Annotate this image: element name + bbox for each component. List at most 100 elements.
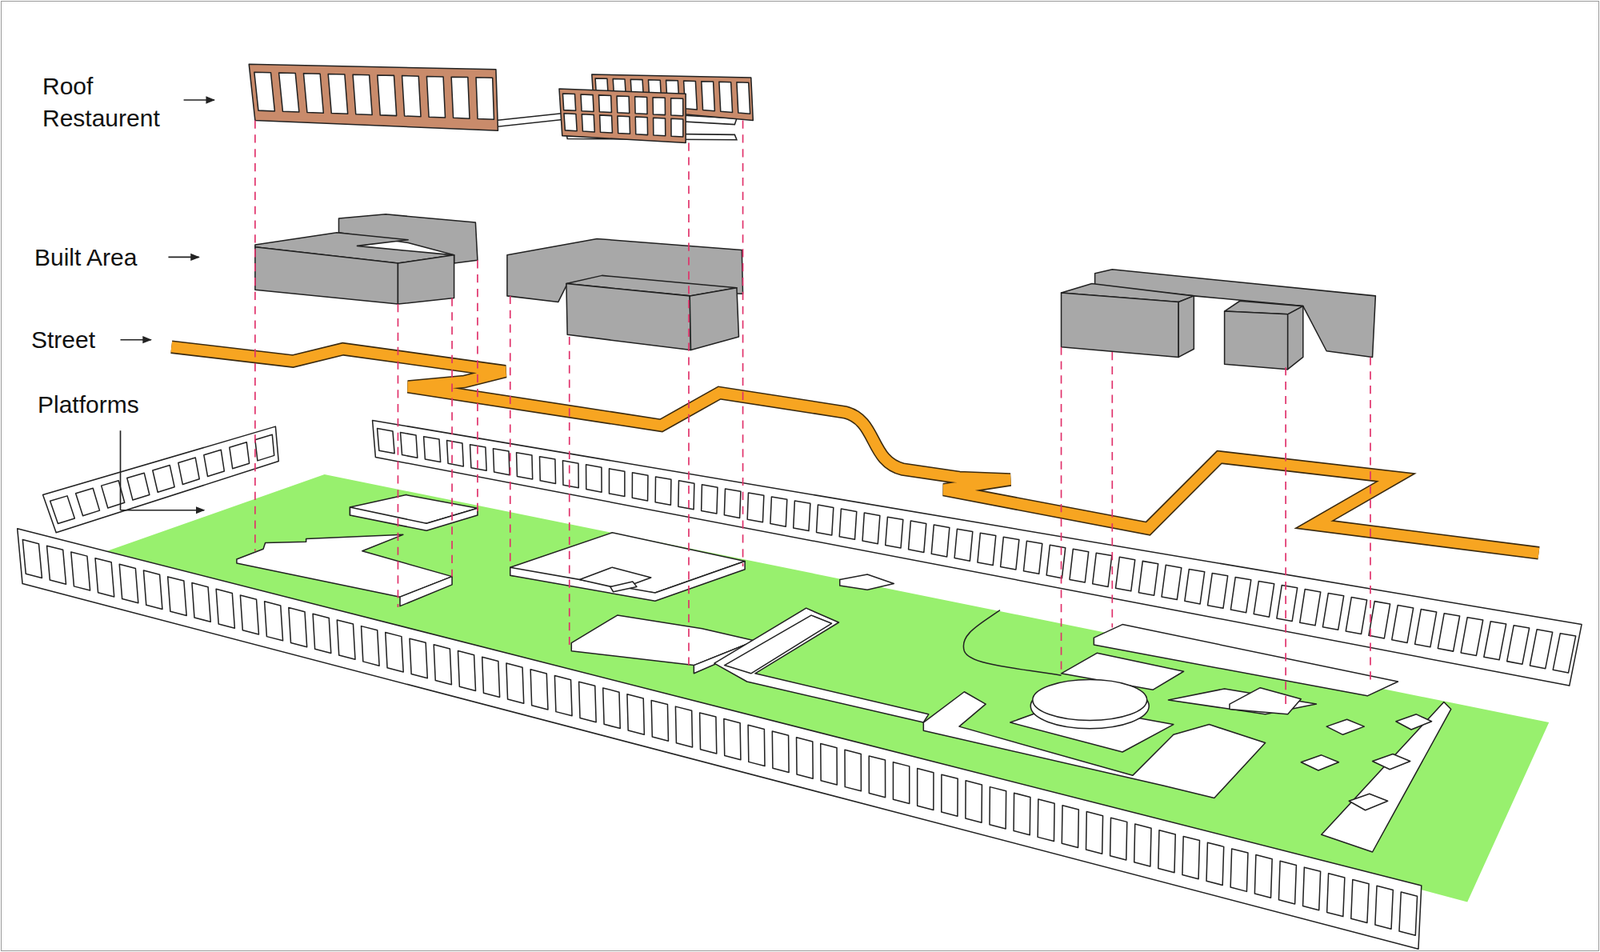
window-opening <box>1013 792 1031 836</box>
window-opening <box>127 472 150 500</box>
window-opening <box>954 528 973 561</box>
window-opening <box>377 75 397 116</box>
window-opening <box>492 448 510 476</box>
window-opening <box>1392 605 1414 644</box>
window-opening <box>1182 836 1200 879</box>
window-opening <box>1300 588 1321 625</box>
window-opening <box>653 117 666 136</box>
window-opening <box>152 465 175 493</box>
wall-band <box>43 426 280 533</box>
layer-label: Platforms <box>37 388 140 421</box>
window-opening <box>908 520 927 552</box>
window-opening <box>941 774 958 816</box>
window-opening <box>1399 892 1418 936</box>
window-opening <box>885 516 904 548</box>
window-opening <box>632 472 648 501</box>
window-opening <box>820 744 838 786</box>
window-opening <box>50 496 76 524</box>
window-opening <box>989 787 1007 829</box>
front-platform-wall <box>17 528 1422 949</box>
street <box>171 347 1539 554</box>
window-opening <box>216 588 235 628</box>
window-opening <box>192 583 211 623</box>
layer-label: Roof Restaurent <box>42 70 195 135</box>
window-opening <box>426 76 445 118</box>
window-opening <box>451 76 470 119</box>
window-opening <box>1110 817 1128 860</box>
window-opening <box>76 488 100 516</box>
window-opening <box>506 663 524 704</box>
window-opening <box>482 656 500 697</box>
window-opening <box>264 601 284 641</box>
green-ground <box>107 474 1549 902</box>
window-opening <box>793 500 811 532</box>
window-opening <box>1460 617 1484 656</box>
window-opening <box>868 756 885 798</box>
window-opening <box>1303 867 1321 911</box>
window-opening <box>931 524 950 557</box>
window-opening <box>1000 536 1020 570</box>
built-area <box>255 214 1376 370</box>
window-opening <box>965 780 983 823</box>
window-opening <box>671 98 684 116</box>
window-opening <box>603 688 621 729</box>
window-opening <box>600 115 613 133</box>
window-opening <box>1086 811 1104 854</box>
layer-label: Built Area <box>34 241 137 274</box>
window-opening <box>424 436 441 463</box>
window-opening <box>328 73 348 114</box>
window-opening <box>580 94 594 112</box>
window-opening <box>47 545 67 584</box>
window-opening <box>977 532 996 565</box>
window-opening <box>95 558 115 597</box>
window-opening <box>1206 842 1224 885</box>
projection-lines <box>255 120 1371 705</box>
window-opening <box>701 484 718 514</box>
window-opening <box>892 762 909 804</box>
window-opening <box>447 440 464 467</box>
window-opening <box>627 694 644 736</box>
window-opening <box>671 118 684 137</box>
window-opening <box>71 552 91 591</box>
wall-band <box>17 528 1422 949</box>
layer-label: Street <box>31 324 96 356</box>
window-opening <box>377 428 396 454</box>
window-opening <box>1208 572 1228 608</box>
window-opening <box>562 460 579 488</box>
window-opening <box>719 81 733 112</box>
window-opening <box>457 651 476 692</box>
window-opening <box>1069 548 1089 583</box>
window-opening <box>701 81 716 112</box>
window-opening <box>361 626 380 667</box>
window-opening <box>1116 556 1136 592</box>
window-opening <box>516 452 533 480</box>
window-opening <box>1230 848 1248 892</box>
window-opening <box>724 488 741 518</box>
window-opening <box>581 114 595 132</box>
window-opening <box>352 74 372 115</box>
window-opening <box>255 434 275 461</box>
window-opening <box>652 97 665 116</box>
window-opening <box>608 468 624 497</box>
window-opening <box>678 480 695 510</box>
window-opening <box>1552 633 1576 673</box>
window-opening <box>1345 597 1367 635</box>
window-opening <box>635 96 648 115</box>
window-opening <box>1046 544 1066 578</box>
window-opening <box>312 613 332 653</box>
window-opening <box>1278 860 1296 904</box>
window-opening <box>1276 584 1298 621</box>
wall-band <box>248 64 498 131</box>
window-opening <box>554 675 572 716</box>
window-opening <box>816 504 834 536</box>
window-opening <box>1415 609 1437 648</box>
window-opening <box>564 113 577 132</box>
window-opening <box>1507 625 1530 664</box>
window-opening <box>598 95 612 113</box>
window-opening <box>1184 568 1205 604</box>
window-opening <box>617 116 631 134</box>
window-opening <box>1368 601 1391 639</box>
window-opening <box>254 72 276 112</box>
window-opening <box>402 76 421 117</box>
window-opening <box>1437 613 1460 652</box>
